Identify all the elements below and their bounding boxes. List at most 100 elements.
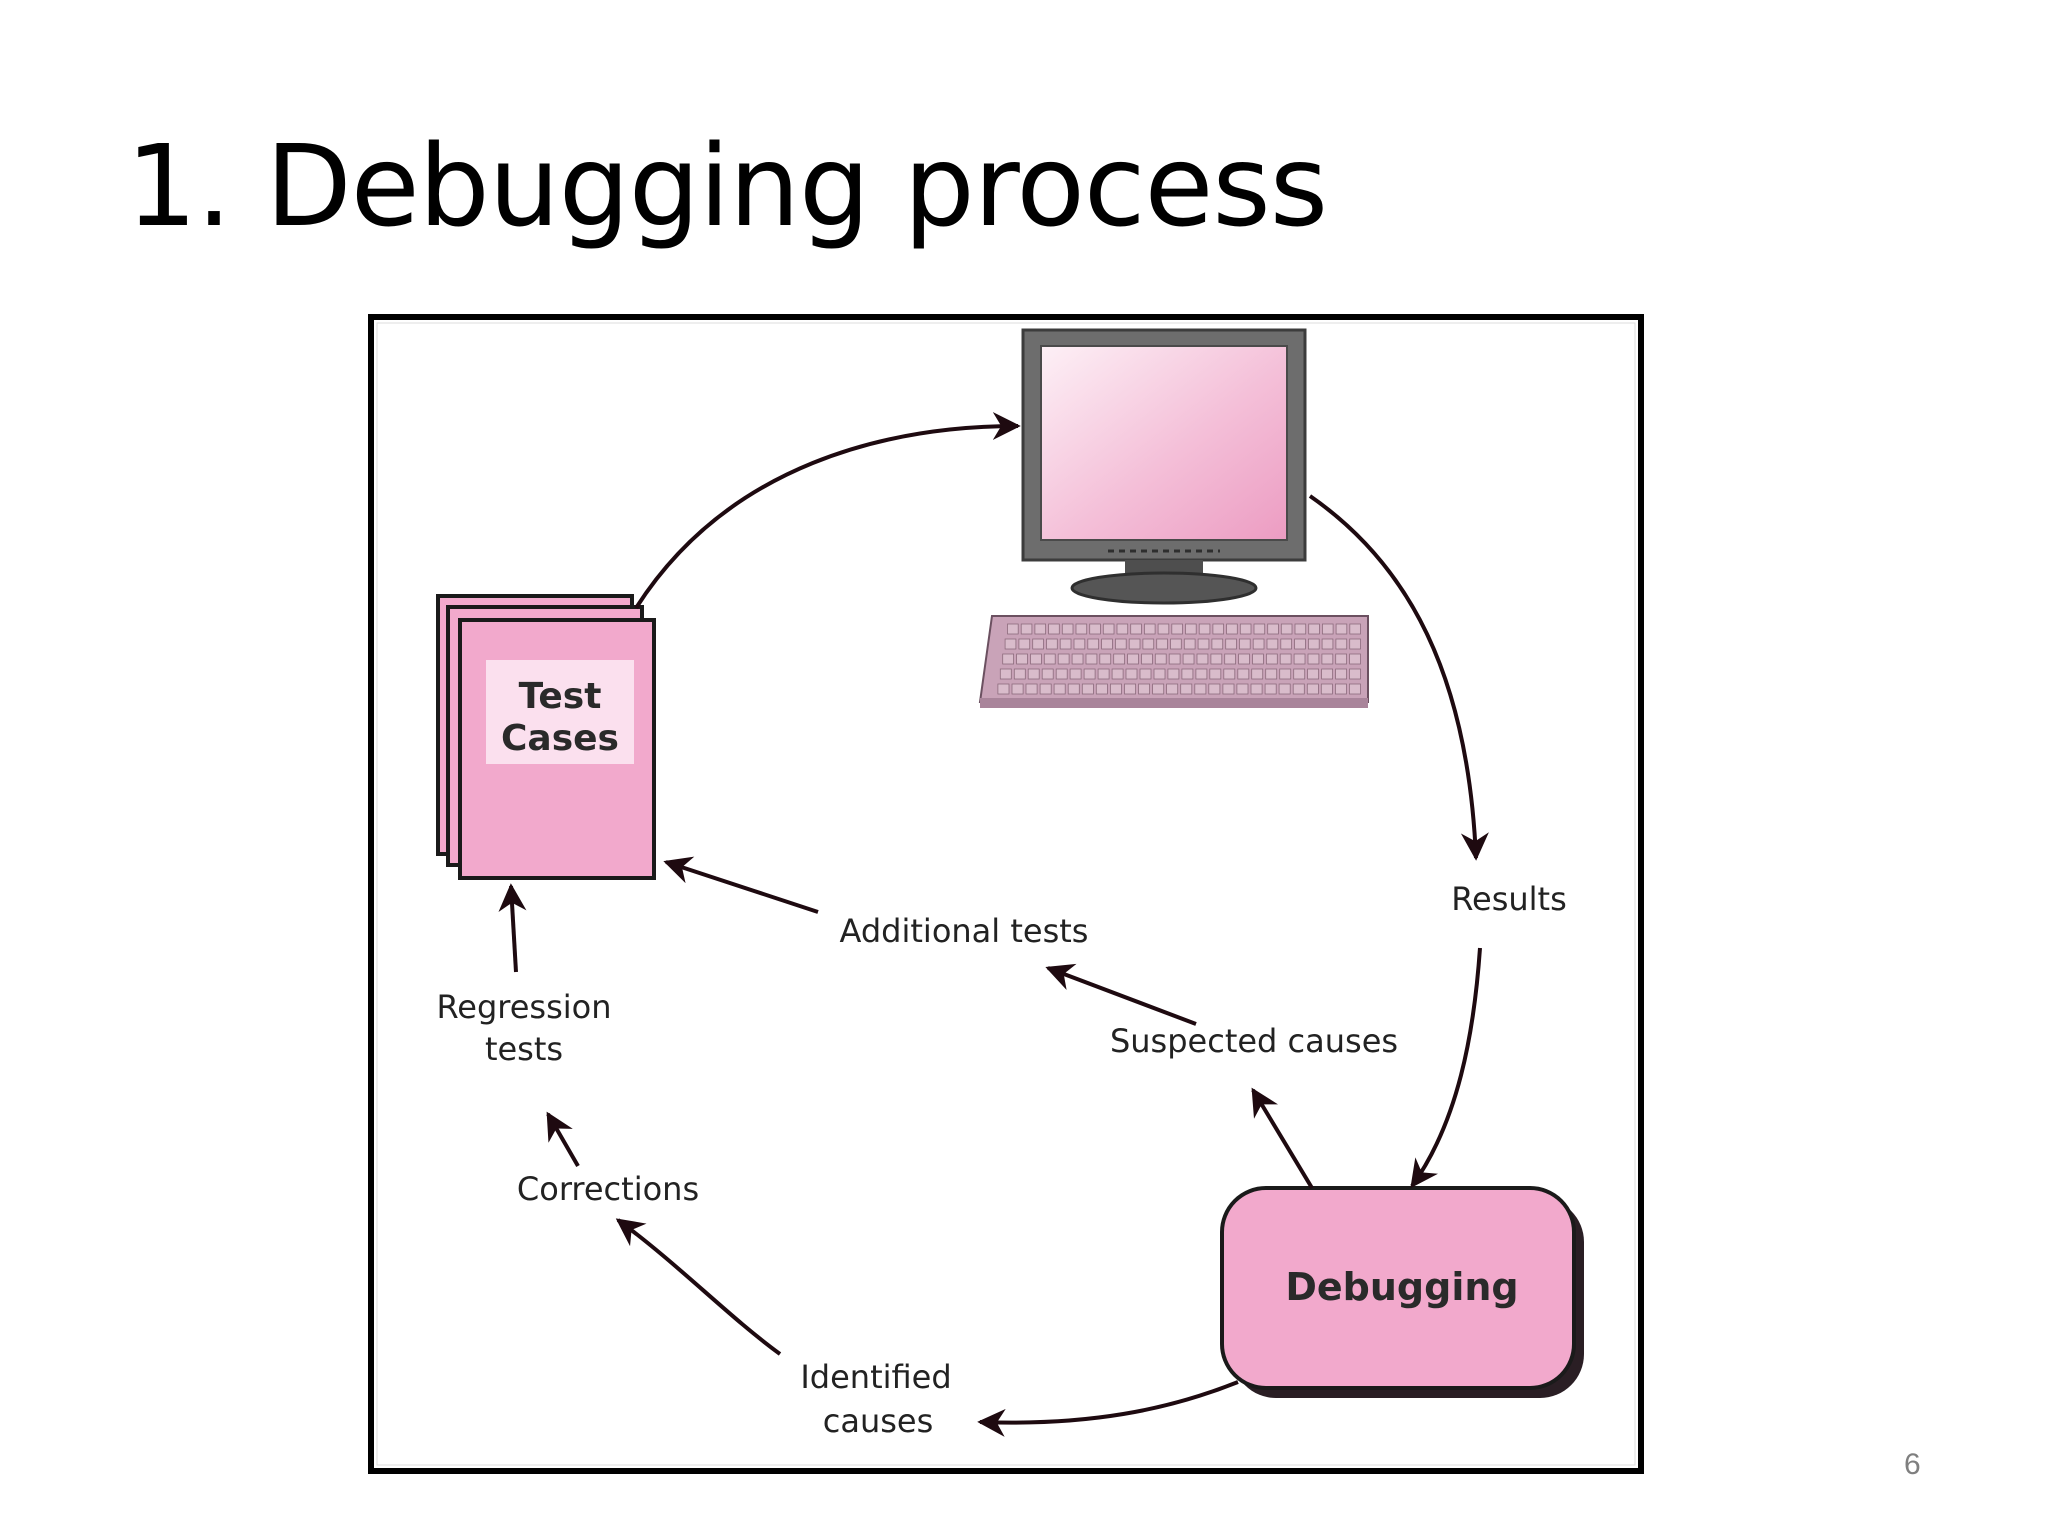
- arrow-results-to-debugging: [1410, 947, 1482, 1189]
- keyboard-key: [1099, 653, 1112, 665]
- keyboard-key: [1183, 638, 1196, 650]
- keyboard-key: [1011, 683, 1024, 695]
- keyboard-key: [1057, 653, 1070, 665]
- keyboard-key: [1210, 653, 1223, 665]
- keyboard-key: [1032, 638, 1044, 650]
- keyboard-key: [1251, 668, 1264, 680]
- keyboard-key: [1196, 653, 1209, 665]
- keyboard-key: [1004, 638, 1017, 650]
- keyboard-key: [1197, 638, 1210, 650]
- keyboard-key: [1081, 683, 1094, 695]
- additional-tests-label: Additional tests: [840, 912, 1089, 950]
- computer-icon: [978, 328, 1369, 708]
- keyboard-key: [1141, 653, 1153, 665]
- keyboard-key: [1053, 683, 1066, 695]
- keyboard-key: [1130, 623, 1142, 635]
- arrow-additional-to-testcases: [663, 856, 819, 914]
- keyboard-key: [1252, 653, 1264, 665]
- keyboard-key: [1025, 683, 1038, 695]
- keyboard-key: [1089, 623, 1101, 635]
- keyboard-key: [1168, 653, 1181, 665]
- keyboard-key: [1335, 683, 1347, 695]
- keyboard-key: [1156, 638, 1168, 650]
- keyboard-key: [1280, 638, 1292, 650]
- keyboard-key: [1002, 653, 1015, 665]
- keyboard-key: [1211, 638, 1224, 650]
- regression-tests-label-line2: tests: [485, 1030, 563, 1068]
- keyboard-key: [1075, 623, 1088, 635]
- keyboard-key: [1322, 623, 1334, 635]
- slide-title: 1. Debugging process: [126, 122, 1328, 252]
- keyboard-key: [1154, 653, 1167, 665]
- debugging-node: Debugging: [1220, 1186, 1584, 1398]
- identified-causes-label-line1: Identified: [800, 1358, 951, 1396]
- keyboard-key: [1116, 623, 1129, 635]
- keyboard-key: [1321, 638, 1334, 650]
- keyboard-key: [1335, 623, 1348, 635]
- corrections-label: Corrections: [517, 1170, 699, 1208]
- keyboard-key: [1222, 683, 1235, 695]
- keyboard-key: [1039, 683, 1052, 695]
- keyboard-key: [1293, 668, 1306, 680]
- keyboard-key: [1349, 623, 1361, 635]
- keyboard-key: [1224, 653, 1237, 665]
- keyboard-key: [1294, 623, 1307, 635]
- keyboard-key: [1110, 683, 1122, 695]
- keyboard-key: [1237, 668, 1250, 680]
- arrow-debugging-to-suspected: [1251, 1087, 1314, 1190]
- keyboard-key: [1007, 623, 1019, 635]
- keyboard-key: [1113, 653, 1126, 665]
- keyboard-key: [1101, 638, 1113, 650]
- keyboard-key: [1013, 668, 1026, 680]
- keyboard-key: [1335, 653, 1348, 665]
- keyboard-key: [1239, 623, 1252, 635]
- keyboard-key: [1308, 623, 1320, 635]
- debugging-label: Debugging: [1285, 1265, 1518, 1309]
- keyboard-key: [1041, 668, 1054, 680]
- debugging-process-diagram: Test Cases Debugging Results Additional …: [368, 314, 1644, 1474]
- test-cases-node: Test Cases: [436, 594, 656, 880]
- keyboard-key: [1208, 683, 1221, 695]
- keyboard-key: [1226, 623, 1238, 635]
- keyboard-key: [1170, 638, 1182, 650]
- identified-causes-label-line2: causes: [823, 1402, 934, 1440]
- keyboard-key: [1043, 653, 1056, 665]
- keyboard-key: [1307, 653, 1320, 665]
- keyboard-key: [1185, 623, 1197, 635]
- keyboard-key: [1194, 683, 1207, 695]
- test-cases-label-line1: Test: [519, 676, 602, 717]
- keyboard-key: [1152, 683, 1165, 695]
- keyboard-key: [1349, 653, 1361, 665]
- keyboard-key: [1181, 668, 1194, 680]
- keyboard-key: [1267, 623, 1279, 635]
- keyboard-key: [1225, 638, 1237, 650]
- keyboard-key: [1307, 668, 1319, 680]
- keyboard-key: [1349, 668, 1361, 680]
- keyboard-key: [1236, 683, 1249, 695]
- keyboard-key: [1030, 653, 1042, 665]
- keyboard-key: [1180, 683, 1193, 695]
- arrow-regression-to-testcases: [498, 883, 527, 973]
- keyboard-key: [1293, 653, 1306, 665]
- monitor-stand: [1070, 571, 1258, 605]
- keyboard-key: [1167, 668, 1180, 680]
- page-number: 6: [1904, 1448, 1921, 1481]
- keyboard-key: [1027, 668, 1040, 680]
- keyboard-key: [1097, 668, 1110, 680]
- keyboard-key: [1171, 623, 1183, 635]
- keyboard-key: [1069, 668, 1082, 680]
- keyboard-key: [1138, 683, 1151, 695]
- keyboard-key: [1020, 623, 1033, 635]
- keyboard-key: [1294, 638, 1306, 650]
- keyboard-key: [1198, 623, 1211, 635]
- keyboard-key: [1124, 683, 1137, 695]
- keyboard-key: [1212, 623, 1225, 635]
- keyboard-key: [1279, 653, 1292, 665]
- keyboard-key: [1016, 653, 1028, 665]
- keyboard-key: [1128, 638, 1141, 650]
- arrow-computer-to-results: [1308, 494, 1489, 861]
- keyboard-key: [1095, 683, 1108, 695]
- keyboard-key: [1157, 623, 1170, 635]
- keyboard-key: [1278, 683, 1291, 695]
- keyboard-key: [1250, 683, 1263, 695]
